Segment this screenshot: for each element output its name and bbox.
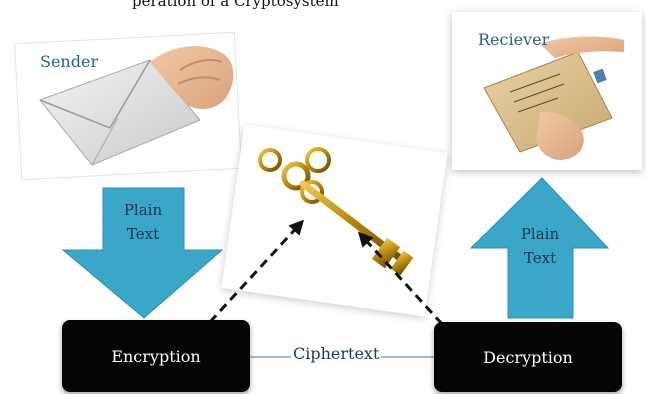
sender-label: Sender [40, 52, 99, 71]
decrypt-label-line2: Text [523, 249, 557, 267]
plaintext-down-arrow [61, 187, 224, 319]
encryption-key-arrow [208, 219, 305, 324]
sender-hand-icon [150, 46, 234, 109]
decryption-key-arrow [357, 231, 444, 326]
receiver-label: Reciever [478, 30, 550, 49]
decrypt-label-line1: Plain [520, 225, 560, 243]
ciphertext-label: Ciphertext [291, 344, 382, 363]
receiver-hand-icon [536, 36, 624, 160]
decrypt-arrow-label: Plain Text [510, 222, 570, 270]
decryption-box: Decryption [434, 322, 622, 392]
encryption-label: Encryption [111, 346, 201, 366]
encrypt-arrow-label: Plain Text [113, 198, 173, 246]
envelope-icon [39, 59, 201, 166]
figure-caption: peration of a Cryptosystem [132, 0, 339, 10]
encryption-box: Encryption [62, 320, 250, 392]
letter-icon [483, 51, 613, 153]
encrypt-label-line2: Text [126, 225, 160, 243]
plaintext-up-arrow [469, 177, 610, 319]
decryption-label: Decryption [483, 347, 573, 367]
key-photo-card [221, 124, 448, 317]
encrypt-label-line1: Plain [123, 201, 163, 219]
golden-key-icon [258, 147, 414, 276]
